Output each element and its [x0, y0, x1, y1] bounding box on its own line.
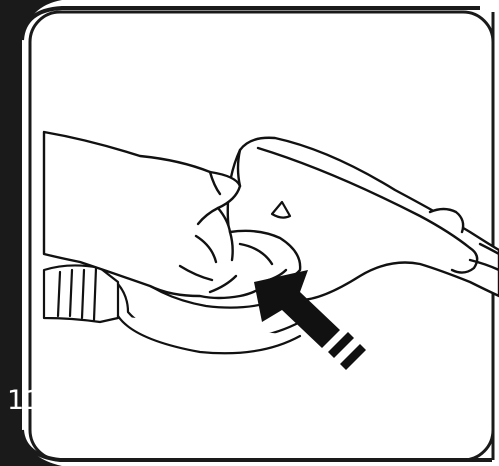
step-number: 11 — [7, 385, 47, 417]
